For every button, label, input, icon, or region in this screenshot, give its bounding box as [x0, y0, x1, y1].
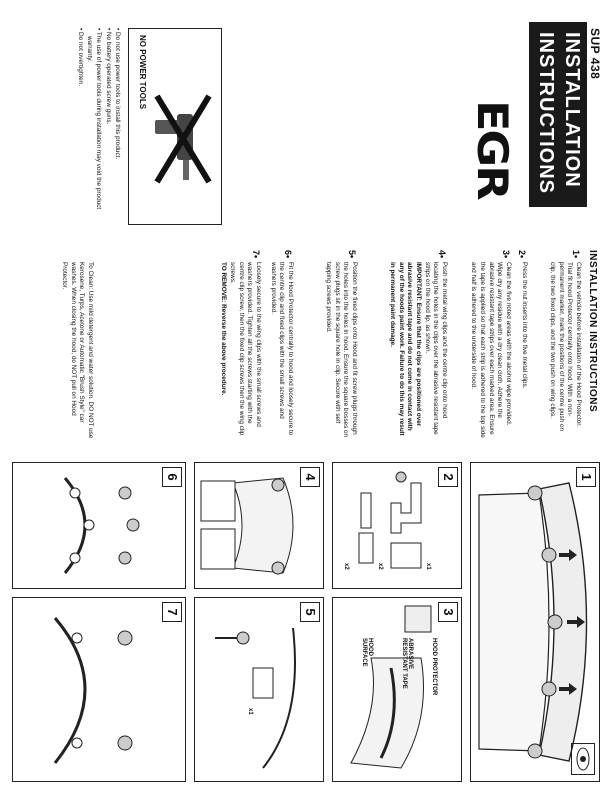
step-5: 5• Position the fixed clips onto Hood an… [323, 250, 358, 440]
instructions-heading: INSTALLATION INSTRUCTIONS [587, 250, 598, 413]
no-power-tools-box: NO POWER TOOLS [128, 28, 222, 225]
step-number: 3• [501, 250, 511, 259]
figure-number: 5 [300, 602, 320, 622]
note-item: The use of power tools during installati… [85, 28, 104, 228]
figure-number: 4 [300, 467, 320, 487]
note-item: No battery operated screw guns. [103, 28, 112, 228]
step-number: 1• [571, 250, 581, 259]
step-number: 7• [251, 250, 261, 259]
step-7: 7• Loosely secure to the wing clips with… [219, 250, 262, 440]
note-item: Do not use power tools to install this p… [113, 28, 122, 228]
eye-icon [571, 743, 595, 775]
figure-number: 3 [438, 602, 458, 622]
step-remove-note: TO REMOVE: Reverse the above procedure. [220, 262, 228, 396]
step-text: Loosely secure to the wing clips with th… [229, 262, 262, 436]
figure-number: 2 [438, 467, 458, 487]
step-text: Clean the vehicle before installation of… [549, 262, 582, 432]
figure-3: 3 HOOD PROTECTOR ABRASIVE RESISTANT TAPE… [332, 597, 462, 782]
step-3: 3• Clean the five noted areas with the a… [469, 250, 512, 440]
step-2: 2• Press the nut inserts into the five m… [517, 250, 528, 440]
figure-number: 1 [576, 467, 596, 487]
title-banner: INSTALLATION INSTRUCTIONS [529, 22, 587, 207]
title-line-1: INSTALLATION [561, 32, 583, 188]
figure-2: 2 x1 x2 x2 [332, 462, 462, 589]
title-line-2: INSTRUCTIONS [535, 32, 557, 194]
no-power-tools-label: NO POWER TOOLS [138, 35, 147, 110]
step-text: Fit the Hood Protector centrally to hood… [269, 262, 294, 436]
document-code: SUP 438 [588, 28, 602, 80]
step-4: 4• Push the metal wing clips and the cen… [388, 250, 448, 440]
step-number: 6• [283, 250, 293, 259]
step-warning: IMPORTANT: Ensure that the clips are pos… [389, 262, 423, 436]
care-instructions: To Clean: Use mild detergent and water s… [61, 262, 94, 439]
step-number: 5• [347, 250, 357, 259]
quantity-label: x1 [247, 708, 253, 715]
step-text: Position the fixed clips onto Hood and f… [325, 262, 358, 438]
quantity-label: x2 [377, 563, 383, 570]
power-tool-notes: Do not use power tools to install this p… [76, 28, 122, 228]
no-drill-icon [154, 94, 212, 184]
step-text: Push the metal wing clips and the centre… [423, 262, 448, 435]
figure-6: 6 [12, 462, 186, 589]
step-6: 6• Fit the Hood Protector centrally to h… [268, 250, 294, 440]
hood-surface-label: HOOD SURFACE [361, 638, 373, 667]
step-number: 4• [437, 250, 447, 259]
figure-5: 5 x1 [194, 597, 324, 782]
brand-logo: EGR [468, 100, 517, 199]
figure-1: 1 [470, 462, 600, 782]
figure-number: 6 [162, 467, 182, 487]
note-item: Do not overtighten. [76, 28, 85, 228]
tape-label: ABRASIVE RESISTANT TAPE [401, 638, 413, 689]
step-text: Press the nut inserts into the five meta… [521, 262, 528, 389]
figure-7: 7 [12, 597, 186, 782]
quantity-label: x2 [343, 563, 349, 570]
step-text: Clean the five noted areas with the alco… [470, 262, 512, 438]
hood-protector-label: HOOD PROTECTOR [431, 638, 437, 696]
quantity-label: x1 [425, 563, 431, 570]
step-1: 1• Clean the vehicle before installation… [547, 250, 582, 440]
figure-number: 7 [162, 602, 182, 622]
step-number: 2• [517, 250, 527, 259]
figure-4: 4 [194, 462, 324, 589]
